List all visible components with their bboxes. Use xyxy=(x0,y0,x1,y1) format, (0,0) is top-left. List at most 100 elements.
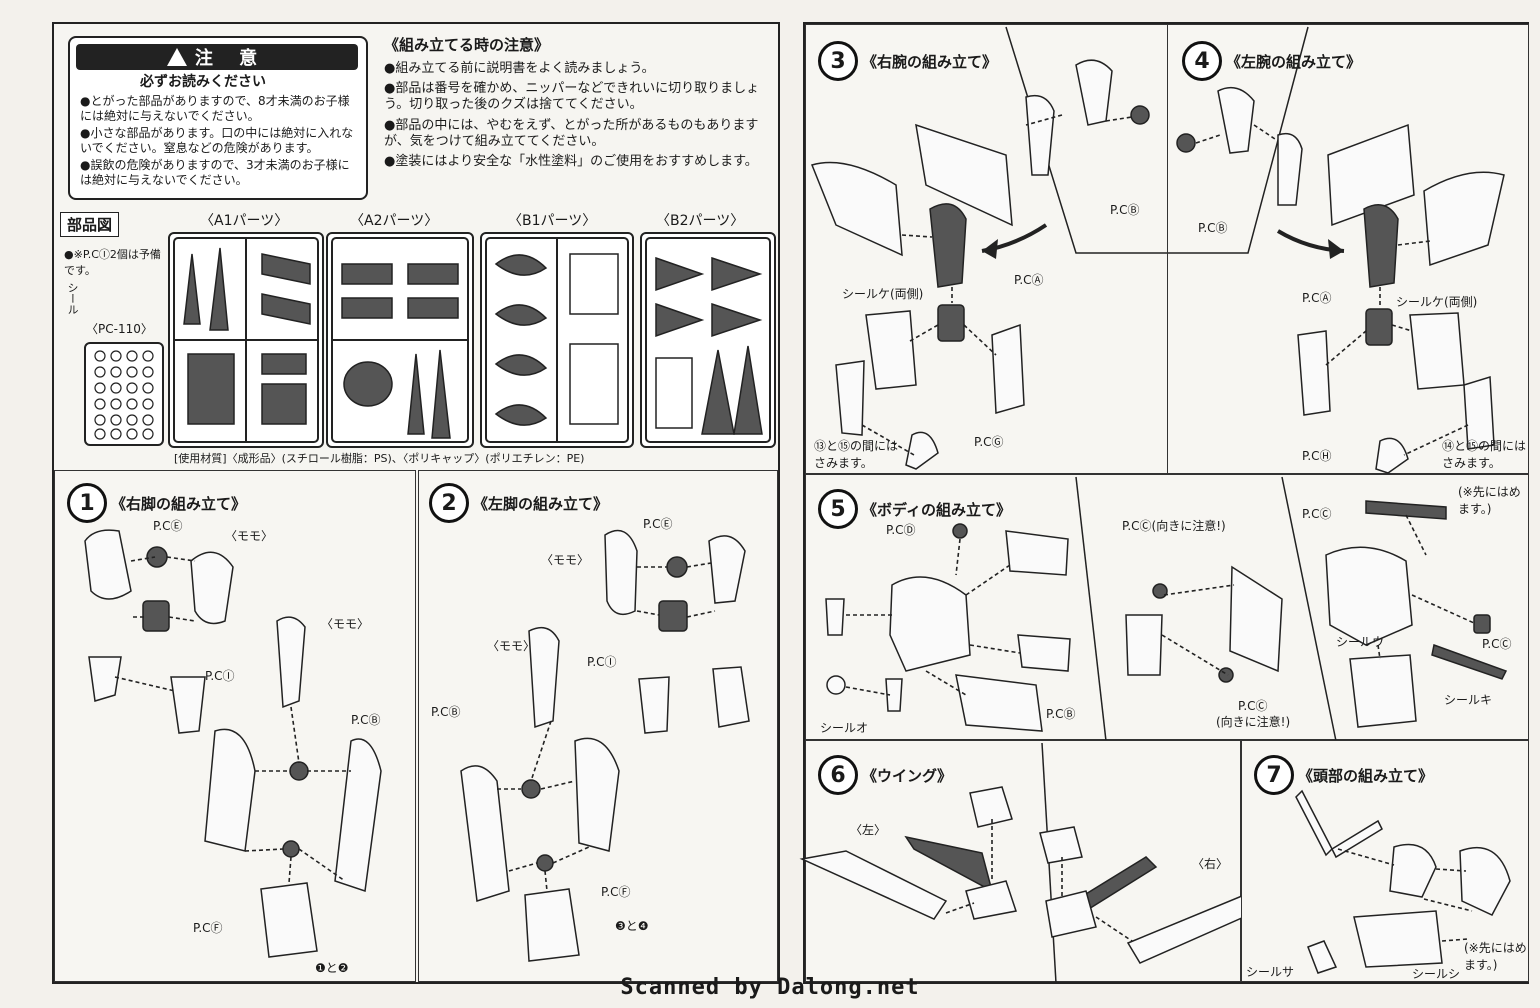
step3-title-text: 《右腕の組み立て》 xyxy=(862,52,998,71)
step4-title-text: 《左腕の組み立て》 xyxy=(1226,52,1362,71)
step1-panel: 1 《右脚の組み立て》 P.CⒺ 〈モモ〉 P.CⒾ 〈モモ〉 P xyxy=(54,470,416,982)
step3-number: 3 xyxy=(818,41,858,81)
step2-label-pce: P.CⒺ xyxy=(643,517,673,531)
step4-number: 4 xyxy=(1182,41,1222,81)
step2-label-momo-2: 〈モモ〉 xyxy=(487,639,536,653)
step1-number: 1 xyxy=(67,483,107,523)
step6-drawing xyxy=(799,742,1263,984)
step5-drawing xyxy=(825,476,1508,742)
step6-number: 6 xyxy=(818,755,858,795)
step4-label-pca: P.CⒶ xyxy=(1302,291,1332,305)
runner-a2-label: 〈A2パーツ〉 xyxy=(350,213,439,229)
step5-title: 5 《ボディの組み立て》 xyxy=(818,489,1011,529)
parts-chart: 部品図 ●※P.CⒾ2個は予備です。 シール 〈PC-110〉 〈A1パーツ〉 … xyxy=(60,210,776,470)
step4-panel: 4 《左腕の組み立て》 P.CⒷ P.CⒶ シールケ(両側) P.CⒽ xyxy=(1167,24,1529,474)
parts-chart-title: 部品図 xyxy=(60,212,120,237)
runner-b1-drawing xyxy=(485,237,629,443)
step4-label-pcb: P.CⒷ xyxy=(1198,221,1228,235)
step5-label-pre-fit: (※先にはめます。) xyxy=(1458,485,1521,516)
step5-panel: 5 《ボディの組み立て》 xyxy=(805,474,1529,742)
caution-item-2: ●小さな部品があります。口の中には絶対に入れないでください。窒息などの危険があり… xyxy=(80,126,354,155)
caution-title: 注 意 xyxy=(194,48,268,69)
notes-item-3: ●部品の中には、やむをえず、とがった所があるものもありますが、気をつけて組み立て… xyxy=(384,117,759,149)
pc-runner xyxy=(84,342,164,446)
step3-drawing xyxy=(810,26,1170,470)
step7-label-seal-sa: シールサ xyxy=(1246,965,1295,979)
step6-label-right: 〈右〉 xyxy=(1192,857,1229,871)
step3-title: 3 《右腕の組み立て》 xyxy=(818,41,997,81)
step2-panel: 2 《左脚の組み立て》 P.CⒺ 〈モモ〉 〈モモ〉 P.CⒾ P.CⒷ xyxy=(418,470,778,982)
step2-label-pcb: P.CⒷ xyxy=(431,705,461,719)
step2-label-pci: P.CⒾ xyxy=(587,655,617,669)
step4-label-note: ⑭と⑮の間にはさみます。 xyxy=(1442,439,1527,470)
runner-a2 xyxy=(326,232,474,448)
materials-note: [使用材質]〈成形品〉(スチロール樹脂：PS)、〈ポリキャップ〉(ポリエチレン：… xyxy=(174,452,585,465)
notes-title: 《組み立てる時の注意》 xyxy=(384,36,550,54)
step6-label-left: 〈左〉 xyxy=(850,823,887,837)
notes-item-2: ●部品は番号を確かめ、ニッパーなどできれいに切り取りましょう。切り取った後のクズ… xyxy=(384,81,760,113)
step5-label-pcc-2: P.CⒸ xyxy=(1238,699,1268,713)
step1-label-pcf: P.CⒻ xyxy=(193,921,223,935)
step5-label-pcc-4: P.CⒸ xyxy=(1482,637,1512,651)
left-page: 注 意 必ずお読みください ●とがった部品がありますので、8才未満のお子様には絶… xyxy=(52,22,780,984)
step5-label-seal-ki: シールキ xyxy=(1444,693,1493,707)
right-page: 3 《右腕の組み立て》 P.CⒷ シールケ(両側) P.CⒶ P.CⒼ xyxy=(799,22,1529,984)
step1-title: 1 《右脚の組み立て》 xyxy=(67,483,246,523)
pc-runner-drawing xyxy=(94,350,154,440)
step1-label-pcb: P.CⒷ xyxy=(351,713,381,727)
step1-label-momo-1: 〈モモ〉 xyxy=(225,529,274,543)
step3-label-note: ⑬と⑮の間にはさみます。 xyxy=(814,439,899,470)
step4-label-seal-ke: シールケ(両側) xyxy=(1396,295,1478,309)
runner-b1-label: 〈B1パーツ〉 xyxy=(508,213,597,229)
assembly-notes: 《組み立てる時の注意》 ●組み立てる前に説明書をよく読みましょう。 ●部品は番号… xyxy=(384,36,774,170)
caution-item-1: ●とがった部品がありますので、8才未満のお子様には絶対に与えないでください。 xyxy=(80,94,350,123)
step1-title-text: 《右脚の組み立て》 xyxy=(111,494,247,513)
runner-a1 xyxy=(168,232,324,448)
step2-label-pcf: P.CⒻ xyxy=(601,885,631,899)
caution-box: 注 意 必ずお読みください ●とがった部品がありますので、8才未満のお子様には絶… xyxy=(68,36,368,200)
step4-drawing xyxy=(1168,26,1505,474)
runner-a2-drawing xyxy=(331,237,469,443)
step2-title-text: 《左脚の組み立て》 xyxy=(473,494,609,513)
step1-drawing xyxy=(84,529,382,958)
step2-label-momo-1: 〈モモ〉 xyxy=(541,553,590,567)
step6-title-text: 《ウイング》 xyxy=(862,766,953,785)
step3-label-pca: P.CⒶ xyxy=(1014,273,1044,287)
step6-title: 6 《ウイング》 xyxy=(818,755,952,795)
step1-label-pce: P.CⒺ xyxy=(153,519,183,533)
step5-label-pcc-3: P.CⒸ xyxy=(1302,507,1332,521)
step3-label-pcb: P.CⒷ xyxy=(1110,203,1140,217)
step7-title-text: 《頭部の組み立て》 xyxy=(1298,766,1434,785)
scan-credit: Scanned by Dalong.net xyxy=(620,975,920,1000)
step2-number: 2 xyxy=(429,483,469,523)
step5-label-pcb: P.CⒷ xyxy=(1046,707,1076,721)
step5-label-pcd: P.CⒹ xyxy=(886,523,916,537)
step3-label-seal-ke: シールケ(両側) xyxy=(842,287,924,301)
step5-title-text: 《ボディの組み立て》 xyxy=(862,500,1011,519)
step1-label-momo-2: 〈モモ〉 xyxy=(321,617,370,631)
step7-title: 7 《頭部の組み立て》 xyxy=(1254,755,1433,795)
caution-item-3: ●誤飲の危険がありますので、3才未満のお子様には絶対に与えないでください。 xyxy=(80,158,350,187)
step7-drawing xyxy=(1295,789,1511,974)
runner-a1-drawing xyxy=(173,237,319,443)
step4-title: 4 《左腕の組み立て》 xyxy=(1182,41,1361,81)
step5-label-seal-o: シールオ xyxy=(820,721,869,735)
pc-label: 〈PC-110〉 xyxy=(86,322,153,336)
step6-panel: 6 《ウイング》 〈左〉 〈右〉 xyxy=(799,740,1263,984)
step5-number: 5 xyxy=(818,489,858,529)
notes-item-1: ●組み立てる前に説明書をよく読みましょう。 xyxy=(384,60,655,76)
step2-drawing xyxy=(460,529,750,962)
step7-label-pre-fit: (※先にはめます。) xyxy=(1464,941,1527,972)
parts-chart-note: ●※P.CⒾ2個は予備です。 xyxy=(64,248,161,277)
runner-b2-label: 〈B2パーツ〉 xyxy=(656,213,745,229)
step5-label-caution: (向きに注意!) xyxy=(1216,715,1291,729)
seal-label: シール xyxy=(66,282,79,315)
step7-label-seal-shi: シールシ xyxy=(1412,967,1461,981)
step1-label-1-and-2: ❶と❷ xyxy=(315,961,349,975)
step4-label-pch: P.CⒽ xyxy=(1302,449,1332,463)
step5-label-seal-u: シールウ xyxy=(1336,635,1385,649)
runner-a1-label: 〈A1パーツ〉 xyxy=(200,213,289,229)
step2-title: 2 《左脚の組み立て》 xyxy=(429,483,608,523)
caution-header: 注 意 xyxy=(76,44,358,70)
step1-label-pci: P.CⒾ xyxy=(205,669,235,683)
